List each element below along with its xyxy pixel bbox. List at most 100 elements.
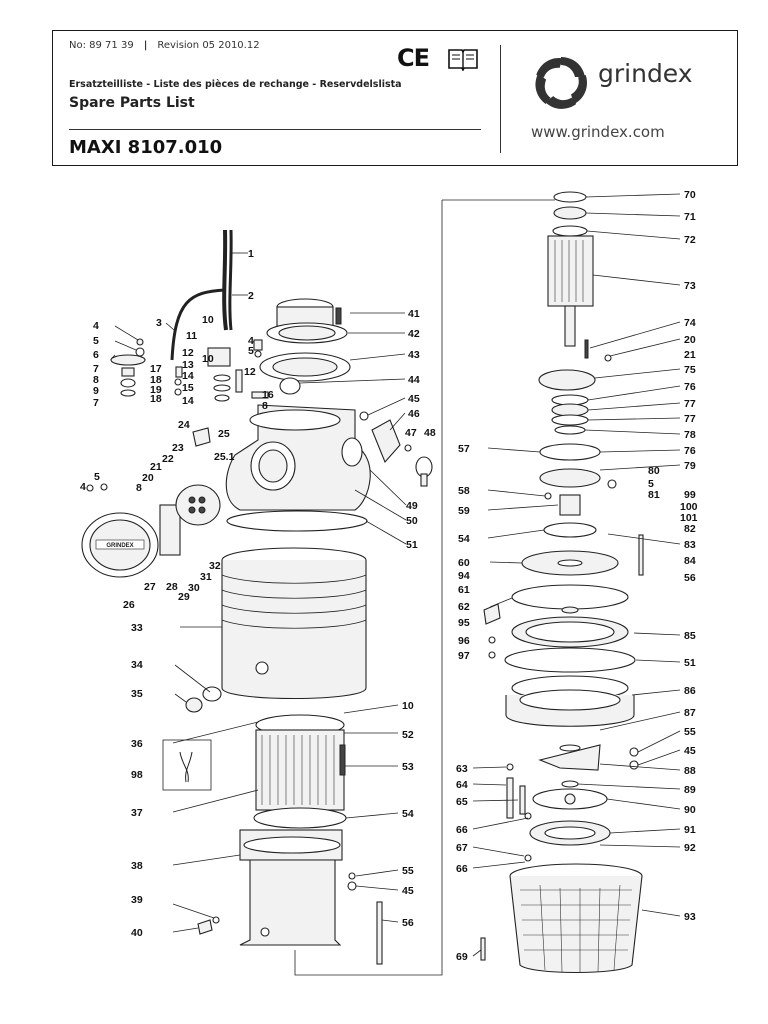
strainer	[480, 863, 643, 973]
part-label: 9	[93, 385, 99, 397]
document-subtitle: Ersatzteilliste - Liste des pièces de re…	[69, 79, 402, 90]
brand-name: grindex	[598, 59, 693, 88]
part-label: 13	[182, 359, 194, 371]
motor-housing	[197, 829, 383, 965]
part-label: 47	[405, 427, 417, 439]
part-label: 7	[93, 363, 99, 375]
part-label: 87	[684, 707, 696, 719]
part-label: 95	[458, 617, 470, 629]
part-label: 34	[131, 659, 143, 671]
svg-text:GRINDEX: GRINDEX	[106, 543, 133, 549]
part-label: 51	[684, 657, 696, 669]
ce-mark: CE	[397, 44, 430, 72]
grindex-logo-icon	[535, 57, 587, 109]
part-label: 71	[684, 211, 696, 223]
part-label: 16	[262, 389, 274, 401]
part-label: 62	[458, 601, 470, 613]
part-label: 45	[408, 393, 420, 405]
part-label: 75	[684, 364, 696, 376]
part-label: 99	[684, 489, 696, 501]
part-label: 4	[248, 335, 254, 347]
part-label: 84	[684, 555, 696, 567]
assembly-frame-lines	[294, 199, 555, 976]
part-label: 5	[94, 471, 100, 483]
part-label: 4	[80, 481, 86, 493]
meta-separator: |	[143, 40, 148, 51]
part-label: 81	[648, 489, 660, 501]
part-label: 86	[684, 685, 696, 697]
part-label: 48	[424, 427, 436, 439]
pump-casing	[225, 404, 371, 532]
part-label: 46	[408, 408, 420, 420]
part-label: 10	[202, 353, 214, 365]
part-label: 100	[680, 501, 698, 513]
part-label: 22	[162, 453, 174, 465]
part-label: 42	[408, 328, 420, 340]
document-number: No: 89 71 39	[69, 40, 134, 51]
part-label: 12	[244, 366, 256, 378]
part-label: 36	[131, 738, 143, 750]
part-label: 76	[684, 381, 696, 393]
part-label: 57	[458, 443, 470, 455]
part-label: 45	[684, 745, 696, 757]
part-label: 64	[456, 779, 468, 791]
part-label: 5	[93, 335, 99, 347]
part-label: 66	[456, 863, 468, 875]
part-label: 28	[166, 581, 178, 593]
part-label: 10	[202, 314, 214, 326]
part-label: 14	[182, 370, 194, 382]
part-label: 69	[456, 951, 468, 963]
part-label: 39	[131, 894, 143, 906]
part-label: 55	[402, 865, 414, 877]
part-label: 18	[150, 374, 162, 386]
part-label: 49	[406, 500, 418, 512]
stator	[162, 714, 347, 829]
part-label: 8	[136, 482, 142, 494]
part-label: 94	[458, 570, 470, 582]
part-label: 26	[123, 599, 135, 611]
part-label: 88	[684, 765, 696, 777]
part-label: 61	[458, 584, 470, 596]
impeller-assembly	[483, 534, 644, 673]
center-part-labels: 41 42 43 44 45 46 47 48 49 50 51 10 52 5…	[402, 308, 436, 929]
part-label: 79	[684, 460, 696, 472]
part-label: 59	[458, 505, 470, 517]
part-label: 41	[408, 308, 420, 320]
part-label: 25.1	[214, 451, 235, 463]
part-label: 32	[209, 560, 221, 572]
part-label: 80	[648, 465, 660, 477]
part-label: 31	[200, 571, 212, 583]
casing-side-parts	[359, 411, 433, 487]
part-label: 78	[684, 429, 696, 441]
part-label: 58	[458, 485, 470, 497]
power-cable	[170, 229, 233, 361]
part-label: 4	[93, 320, 99, 332]
header-vertical-divider	[500, 45, 501, 153]
leader-lines	[111, 193, 681, 957]
part-label: 60	[458, 557, 470, 569]
part-label: 43	[408, 349, 420, 361]
part-label: 77	[684, 413, 696, 425]
part-label: 21	[150, 461, 162, 473]
part-label: 45	[402, 885, 414, 897]
part-label: 5	[648, 478, 654, 490]
cable-entry-parts	[174, 339, 269, 402]
outlet-assembly	[259, 298, 351, 395]
document-meta: No: 89 71 39|Revision 05 2010.12	[69, 40, 260, 51]
header-block: No: 89 71 39|Revision 05 2010.12 CE Ersa…	[52, 30, 738, 166]
part-label: 90	[684, 804, 696, 816]
part-label: 98	[131, 769, 143, 781]
part-label: 66	[456, 824, 468, 836]
left-part-labels: 1 2 3 4 5 6 7 8 9 7 10 11 12 4 5 17 18 1…	[80, 248, 274, 939]
part-label: 17	[150, 363, 162, 375]
diffuser-assembly	[505, 675, 639, 862]
part-label: 7	[93, 397, 99, 409]
part-label: 97	[458, 650, 470, 662]
part-label: 76	[684, 445, 696, 457]
part-label: 51	[406, 539, 418, 551]
part-label: 63	[456, 763, 468, 775]
part-label: 38	[131, 860, 143, 872]
part-label: 50	[406, 515, 418, 527]
part-label: 25	[218, 428, 230, 440]
cable-gland-parts	[110, 338, 146, 397]
